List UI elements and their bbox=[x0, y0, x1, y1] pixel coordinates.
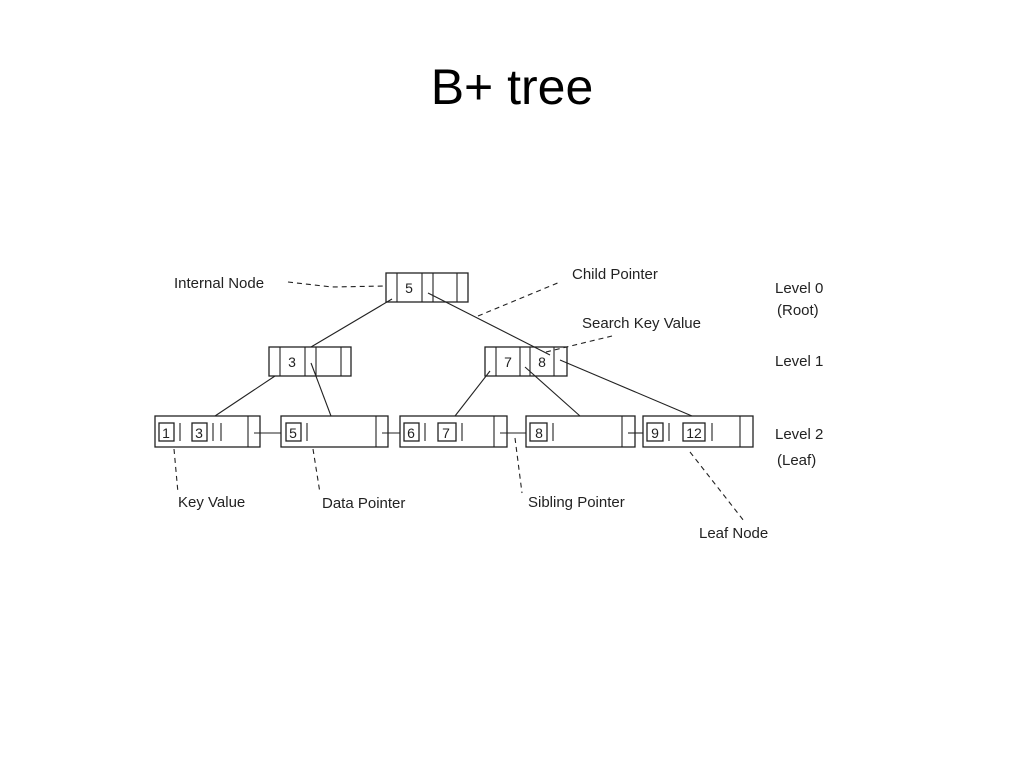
label-key-value: Key Value bbox=[178, 494, 245, 511]
leaf-node-5: 9 12 bbox=[642, 415, 754, 448]
page-title: B+ tree bbox=[430, 59, 594, 115]
leaf-node-4: 8 bbox=[525, 415, 636, 448]
edge-l1left-to-leaf1 bbox=[214, 375, 276, 417]
label-search-key-value: Search Key Value bbox=[582, 315, 701, 332]
leaf2-key-1: 5 bbox=[289, 425, 297, 441]
leaf3-key-2: 7 bbox=[442, 425, 450, 441]
leaf4-key-1: 8 bbox=[535, 425, 543, 441]
root-key-1: 5 bbox=[405, 280, 413, 296]
label-level-0: Level 0 bbox=[775, 280, 823, 297]
leaf5-key-1: 9 bbox=[651, 425, 659, 441]
label-level-2: Level 2 bbox=[775, 426, 823, 443]
label-data-pointer: Data Pointer bbox=[322, 495, 405, 512]
edge-l1right-to-leaf4 bbox=[524, 366, 581, 417]
edge-root-to-level1-left bbox=[310, 298, 393, 348]
label-child-pointer: Child Pointer bbox=[572, 266, 658, 283]
edge-l1left-to-leaf2 bbox=[310, 362, 332, 417]
edge-l1right-to-leaf3 bbox=[454, 370, 491, 417]
label-leaf: (Leaf) bbox=[777, 452, 816, 469]
leaf-node-2: 5 bbox=[280, 415, 389, 448]
annotation-leaders bbox=[173, 281, 745, 522]
label-level-1: Level 1 bbox=[775, 353, 823, 370]
label-internal-node: Internal Node bbox=[174, 275, 264, 292]
level1-right-key-2: 8 bbox=[538, 354, 546, 370]
level1-left-node: 3 bbox=[268, 346, 352, 377]
level1-right-node: 7 8 bbox=[484, 346, 568, 377]
leaf1-key-1: 1 bbox=[162, 425, 170, 441]
level1-left-key-1: 3 bbox=[288, 354, 296, 370]
leaf5-key-2: 12 bbox=[686, 425, 702, 441]
leaf-node-3: 6 7 bbox=[399, 415, 508, 448]
leaf-node-1: 1 3 bbox=[154, 415, 261, 448]
edge-l1right-to-leaf5 bbox=[559, 359, 693, 417]
root-node: 5 bbox=[385, 272, 469, 303]
label-sibling-pointer: Sibling Pointer bbox=[528, 494, 625, 511]
label-leaf-node: Leaf Node bbox=[699, 525, 768, 542]
leaf1-key-2: 3 bbox=[195, 425, 203, 441]
leaf3-key-1: 6 bbox=[407, 425, 415, 441]
level1-right-key-1: 7 bbox=[504, 354, 512, 370]
child-pointer-edges bbox=[214, 292, 693, 417]
label-root: (Root) bbox=[777, 302, 819, 319]
edge-root-to-level1-right bbox=[427, 292, 551, 356]
